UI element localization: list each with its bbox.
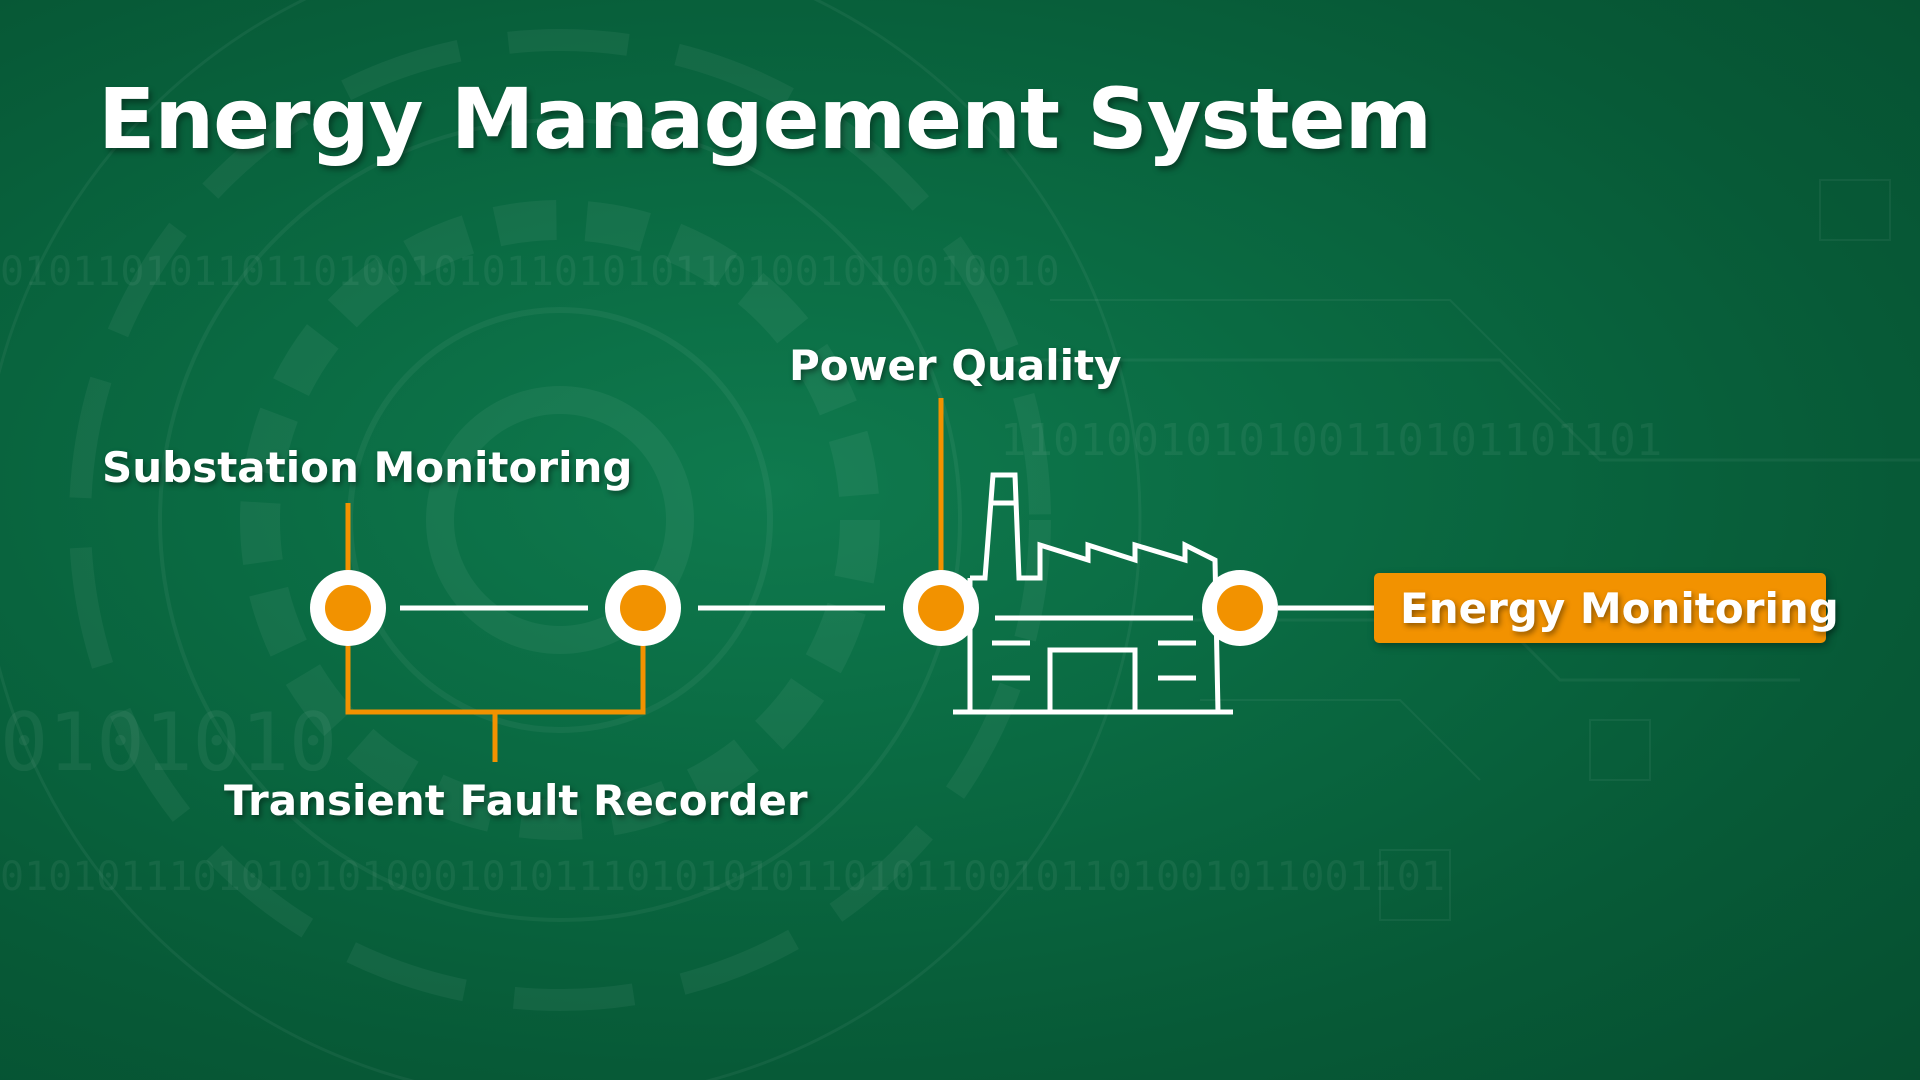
- energy-monitoring-badge: Energy Monitoring: [1374, 573, 1839, 643]
- factory-icon: [953, 472, 1233, 715]
- binary-row-1: 0101101011011010010101101010110100101001…: [0, 249, 1060, 295]
- leader-lines: [345, 398, 944, 762]
- page-title: Energy Management System: [98, 70, 1432, 168]
- node-fault-recorder: [605, 570, 681, 646]
- label-transient-fault-recorder: Transient Fault Recorder: [224, 776, 808, 825]
- node-substation: [310, 570, 386, 646]
- node-energy-monitoring: [1202, 570, 1278, 646]
- label-energy-monitoring: Energy Monitoring: [1400, 584, 1839, 633]
- fault-recorder-bracket: [345, 640, 646, 715]
- node-power-quality: [903, 570, 979, 646]
- binary-row-4: 0101011101010101000101011101010101101011…: [0, 854, 1445, 900]
- label-power-quality: Power Quality: [789, 341, 1121, 390]
- label-substation-monitoring: Substation Monitoring: [102, 443, 632, 492]
- binary-row-3: 0101010: [0, 696, 337, 789]
- binary-row-2: 1101001010100110101101101: [1000, 415, 1662, 466]
